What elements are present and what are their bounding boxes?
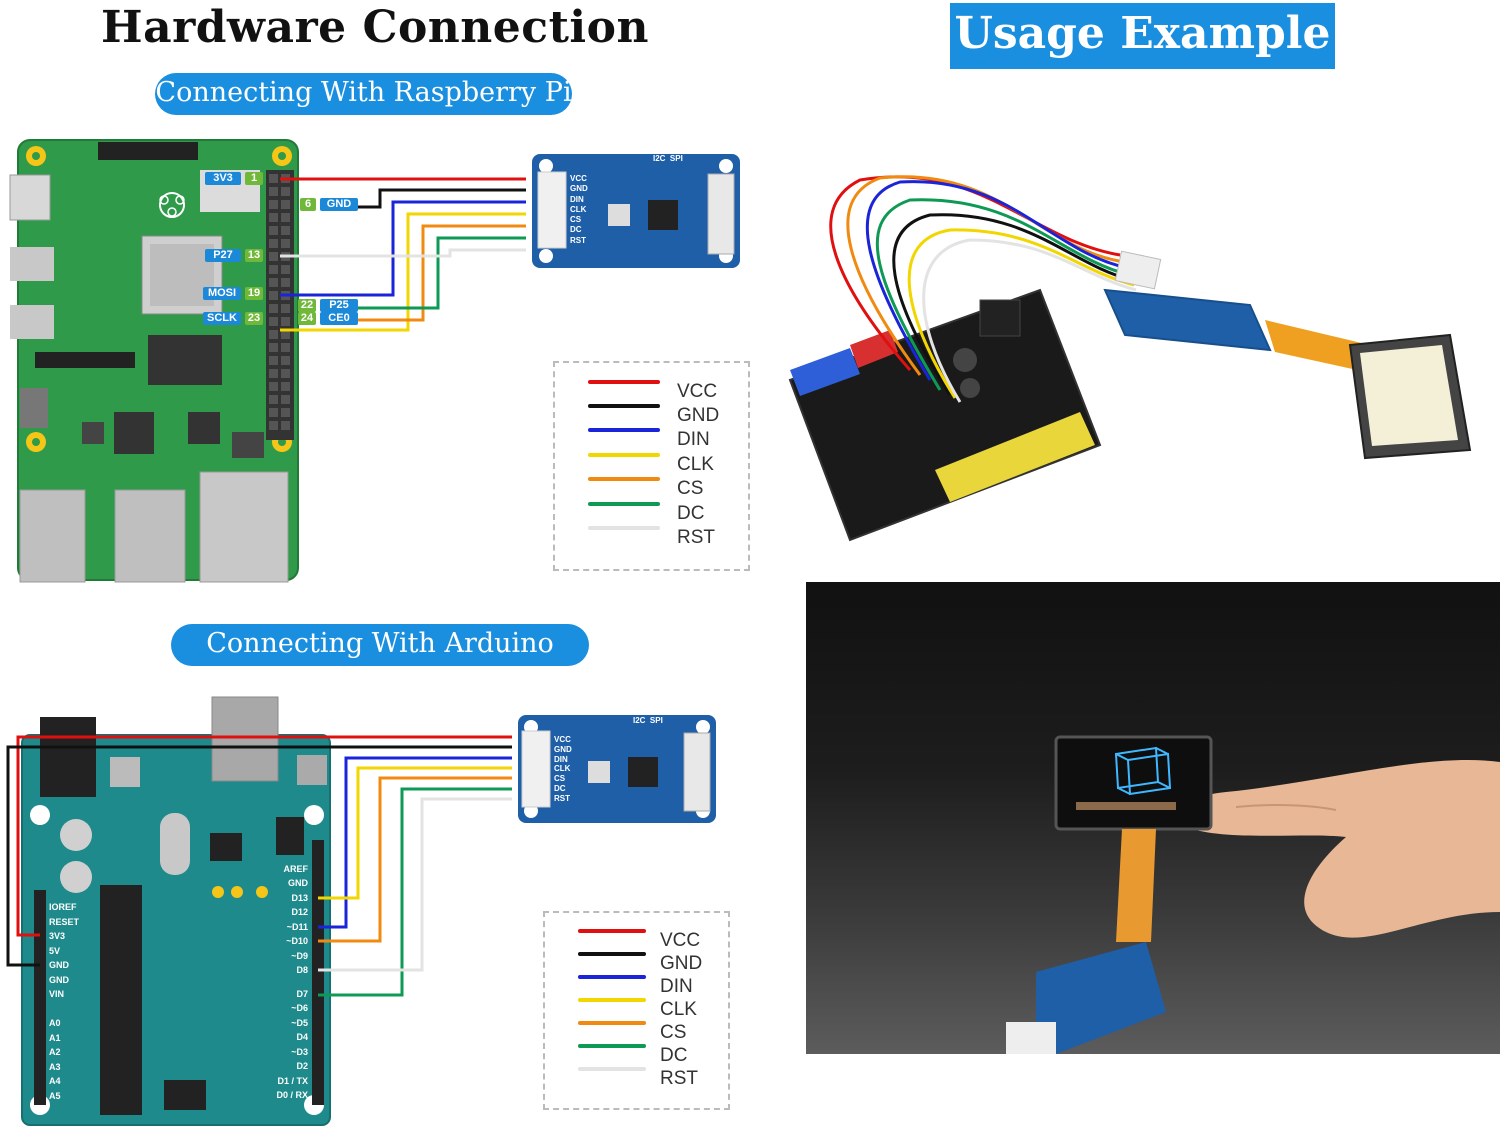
arduino-pin-gnd-1: GND bbox=[49, 960, 70, 970]
legend-label-cs: CS bbox=[677, 478, 704, 499]
arduino-banner: Connecting With Arduino Board bbox=[171, 624, 589, 699]
pin-label-3v3: 3V3 bbox=[205, 172, 241, 185]
pin-number-1: 1 bbox=[245, 172, 263, 185]
pin-label-sclk: SCLK bbox=[203, 312, 241, 325]
usage-photo-arduino-setup bbox=[788, 175, 1472, 542]
legend-line-dc bbox=[588, 502, 660, 506]
legend-label-gnd: GND bbox=[677, 405, 720, 426]
arduino-pin-d10: ~D10 bbox=[286, 936, 308, 946]
arduino-pin-gnd: GND bbox=[288, 878, 309, 888]
usage-photo-hand-display bbox=[806, 582, 1500, 1054]
pin-label-mosi: MOSI bbox=[203, 287, 241, 300]
legend-line-clk bbox=[588, 453, 660, 457]
raspberry-logo-icon bbox=[159, 192, 185, 218]
arduino-pin-aref: AREF bbox=[284, 864, 309, 874]
legend-line-rst bbox=[588, 526, 660, 530]
wire-color-legend-pi: VCC GND DIN CLK CS DC RST bbox=[553, 361, 750, 571]
hardware-connection-title: Hardware Connection bbox=[101, 2, 649, 53]
cube-wireframe-icon bbox=[1114, 746, 1172, 796]
arduino-pin-d6: ~D6 bbox=[291, 1003, 308, 1013]
wire-color-legend-arduino: VCC GND DIN CLK CS DC RST bbox=[543, 911, 730, 1110]
legend-label-clk: CLK bbox=[677, 454, 714, 475]
arduino-pin-a1: A1 bbox=[49, 1033, 61, 1043]
arduino-pin-a0: A0 bbox=[49, 1018, 61, 1028]
legend-line-cs bbox=[588, 477, 660, 481]
pin-number-23: 23 bbox=[245, 312, 263, 325]
arduino-pin-d8: D8 bbox=[296, 965, 308, 975]
arduino-pin-d3: ~D3 bbox=[291, 1047, 308, 1057]
arduino-pin-5v: 5V bbox=[49, 946, 60, 956]
arduino-pin-d11: ~D11 bbox=[287, 922, 308, 932]
arduino-pin-d9: ~D9 bbox=[291, 951, 308, 961]
pin-label-p25: P25 bbox=[320, 299, 358, 312]
pin-label-p27: P27 bbox=[205, 249, 241, 262]
legend-label-vcc: VCC bbox=[677, 381, 718, 402]
arduino-pin-a3: A3 bbox=[49, 1062, 61, 1072]
pin-number-13: 13 bbox=[245, 249, 263, 262]
arduino-pin-reset: RESET bbox=[49, 917, 80, 927]
arduino-pin-vin: VIN bbox=[49, 989, 64, 999]
arduino-pin-a5: A5 bbox=[49, 1091, 61, 1101]
legend-label-dc: DC bbox=[677, 503, 705, 524]
legend-line-din bbox=[588, 428, 660, 432]
arduino-pin-d1: D1 / TX bbox=[277, 1076, 308, 1086]
pin-label-gnd: GND bbox=[320, 198, 358, 211]
arduino-pin-d7: D7 bbox=[296, 989, 308, 999]
arduino-pin-d12: D12 bbox=[291, 907, 308, 917]
arduino-pin-d5: ~D5 bbox=[291, 1018, 308, 1028]
arduino-pin-a2: A2 bbox=[49, 1047, 61, 1057]
pin-number-19: 19 bbox=[245, 287, 263, 300]
arduino-pin-ioref: IOREF bbox=[49, 902, 77, 912]
arduino-pin-d0: D0 / RX bbox=[276, 1090, 308, 1100]
legend-label-din: DIN bbox=[677, 429, 710, 450]
pin-number-24: 24 bbox=[298, 312, 316, 325]
arduino-pin-d13: D13 bbox=[291, 893, 308, 903]
legend-label-rst: RST bbox=[677, 527, 715, 548]
pin-label-ce0: CE0 bbox=[320, 312, 358, 325]
module-i2c-spi-bottom: I2C SPI bbox=[633, 716, 663, 725]
pin-number-22: 22 bbox=[298, 299, 316, 312]
pin-number-6: 6 bbox=[300, 198, 316, 211]
raspberry-pi-banner: Connecting With Raspberry Pi bbox=[155, 73, 572, 115]
hand-display-illustration bbox=[1006, 735, 1500, 1054]
arduino-pin-gnd-2: GND bbox=[49, 975, 70, 985]
arduino-pin-d2: D2 bbox=[296, 1061, 308, 1071]
legend-line-vcc bbox=[588, 380, 660, 384]
arduino-pin-d4: D4 bbox=[296, 1032, 308, 1042]
usage-example-title: Usage Example bbox=[950, 3, 1335, 69]
module-i2c-spi-top: I2C SPI bbox=[653, 154, 683, 163]
arduino-diagram: AREF GND D13 D12 ~D11 ~D10 ~D9 D8 D7 ~D6… bbox=[6, 696, 716, 1126]
legend-line-gnd bbox=[588, 404, 660, 408]
arduino-pin-a4: A4 bbox=[49, 1076, 61, 1086]
arduino-pin-3v3: 3V3 bbox=[49, 931, 65, 941]
